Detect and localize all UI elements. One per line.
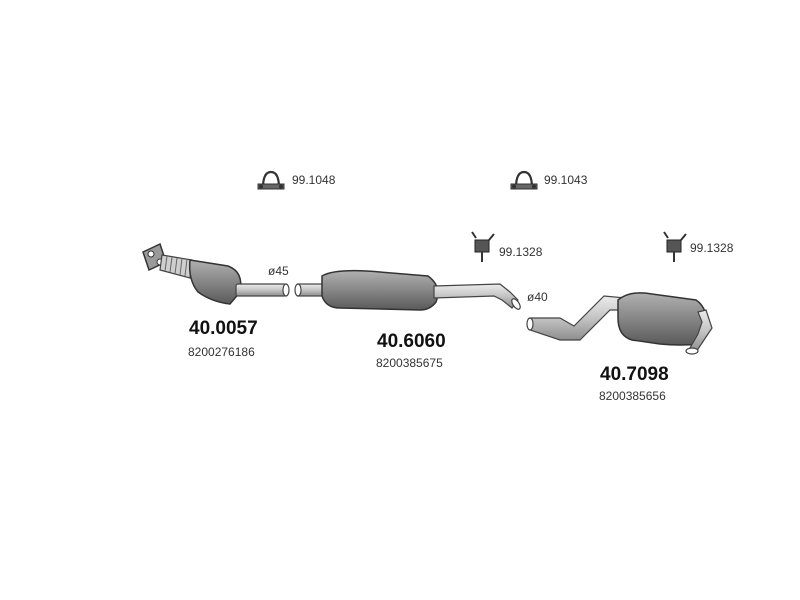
diameter-45-label: ø45 [268, 264, 289, 278]
hanger-icon [663, 231, 687, 262]
hanger-icon [471, 231, 495, 262]
oem-number-8200276186: 8200276186 [188, 345, 255, 359]
part-number-40-0057: 40.0057 [189, 318, 258, 339]
center-silencer-icon [294, 269, 521, 311]
catalytic-converter-icon [142, 242, 290, 305]
part-number-40-6060: 40.6060 [377, 331, 446, 352]
hanger-99-1328-label: 99.1328 [690, 241, 734, 255]
clamp-99-1043-label: 99.1043 [544, 173, 588, 187]
hanger-99-1328-label: 99.1328 [499, 245, 543, 259]
clamp-icon [510, 170, 538, 190]
oem-number-8200385675: 8200385675 [376, 356, 443, 370]
clamp-99-1048-label: 99.1048 [292, 173, 336, 187]
clamp-icon [257, 170, 285, 190]
oem-number-8200385656: 8200385656 [599, 389, 666, 403]
part-number-40-7098: 40.7098 [600, 364, 669, 385]
diameter-40-label: ø40 [527, 290, 548, 304]
rear-silencer-icon [526, 292, 713, 355]
